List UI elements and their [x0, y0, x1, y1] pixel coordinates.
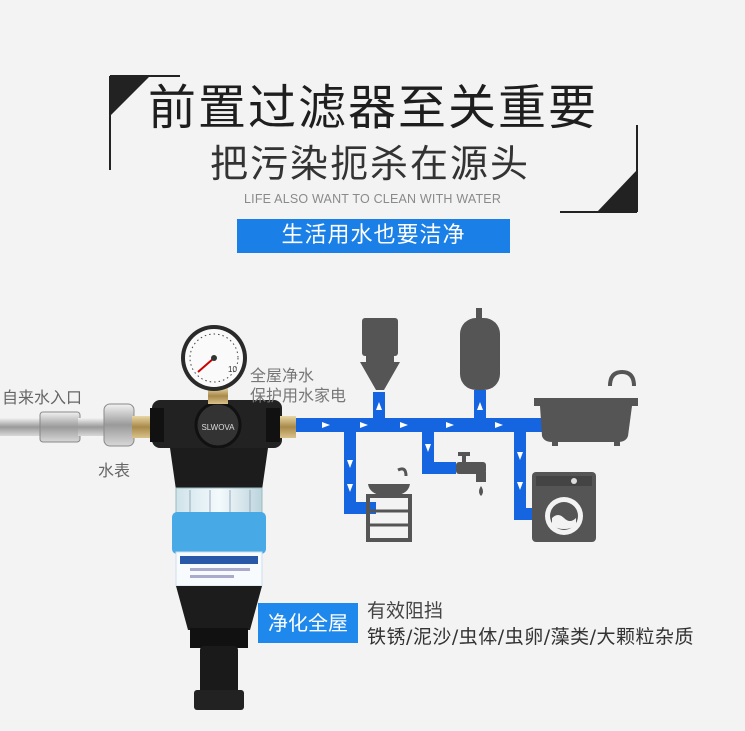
- blocks-list: 铁锈/泥沙/虫体/虫卵/藻类/大颗粒杂质: [367, 626, 695, 648]
- brand-mark: SLWOVA: [201, 423, 235, 432]
- faucet-icon: [456, 452, 486, 496]
- toilet-icon: [360, 318, 400, 390]
- inlet-label: 自来水入口: [2, 388, 83, 407]
- filter-head: SLWOVA: [150, 400, 296, 449]
- protect-label-line2: 保护用水家电: [250, 386, 347, 405]
- filter-body: [170, 448, 268, 710]
- water-meter-label: 水表: [98, 461, 131, 480]
- water-heater-icon: [460, 308, 500, 390]
- washing-machine-icon: [532, 472, 596, 542]
- washbasin-icon: [366, 467, 412, 542]
- highlight-banner: 生活用水也要洁净: [237, 219, 510, 253]
- pressure-gauge-icon: 10: [181, 325, 247, 404]
- page-title: 前置过滤器至关重要: [148, 80, 599, 136]
- purify-tag: 净化全屋: [258, 603, 358, 643]
- gauge-number: 10: [228, 365, 237, 374]
- protect-label-line1: 全屋净水: [250, 366, 315, 385]
- page-subtitle: 把污染扼杀在源头: [210, 142, 531, 186]
- inlet-pipe: [0, 403, 156, 447]
- water-pipes: [296, 390, 544, 520]
- flow-arrows: [322, 402, 523, 492]
- blocks-heading: 有效阻挡: [367, 600, 444, 622]
- bathtub-icon: [534, 369, 638, 446]
- english-tagline: LIFE ALSO WANT TO CLEAN WITH WATER: [244, 192, 502, 206]
